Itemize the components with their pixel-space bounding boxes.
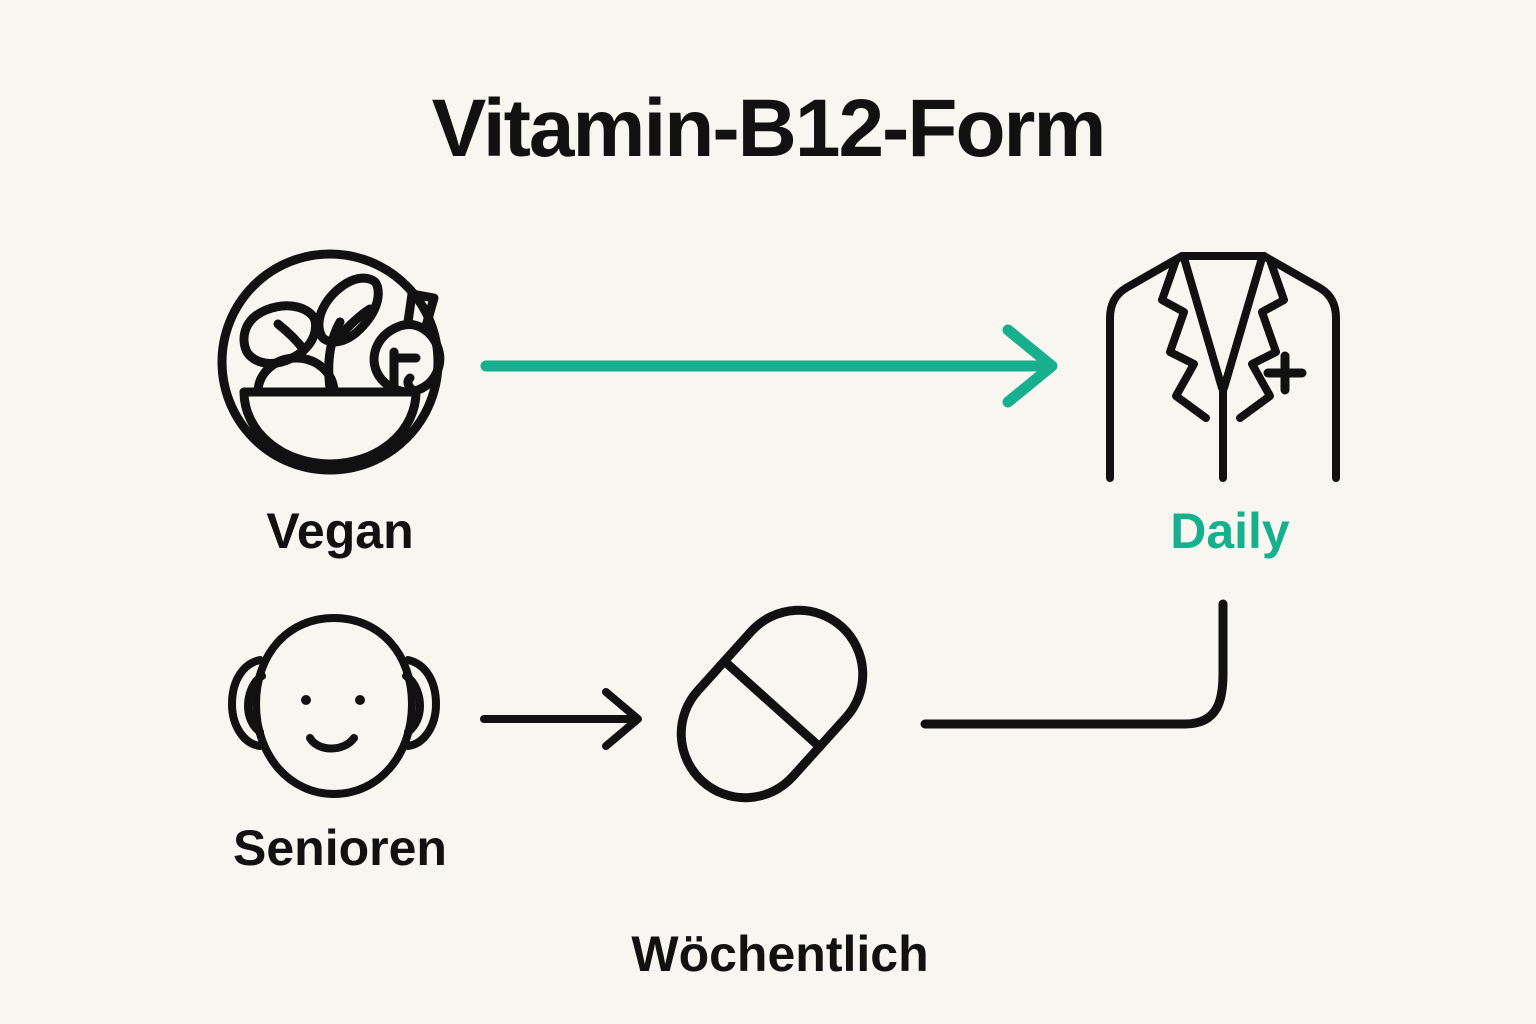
connector-weekly-to-daily-elbow [920,599,1228,729]
lab-coat-icon [1106,252,1340,482]
connector-vegan-to-daily-arrow [480,324,1058,408]
capsule-pill-icon [676,605,868,803]
page-title: Vitamin-B12-Form [431,83,1107,174]
node-label-daily: Daily [1170,503,1290,559]
node-label-weekly: Wöchentlich hochdoslert [520,822,1040,1024]
node-label-vegan: Vegan [266,503,414,559]
node-label-weekly-line1: Wöchentlich [631,926,929,982]
salad-bowl-circle-icon [217,249,445,475]
connector-senioren-to-weekly-arrow [480,688,642,750]
node-label-senioren: Senioren [233,820,447,876]
elderly-face-icon [228,614,440,798]
